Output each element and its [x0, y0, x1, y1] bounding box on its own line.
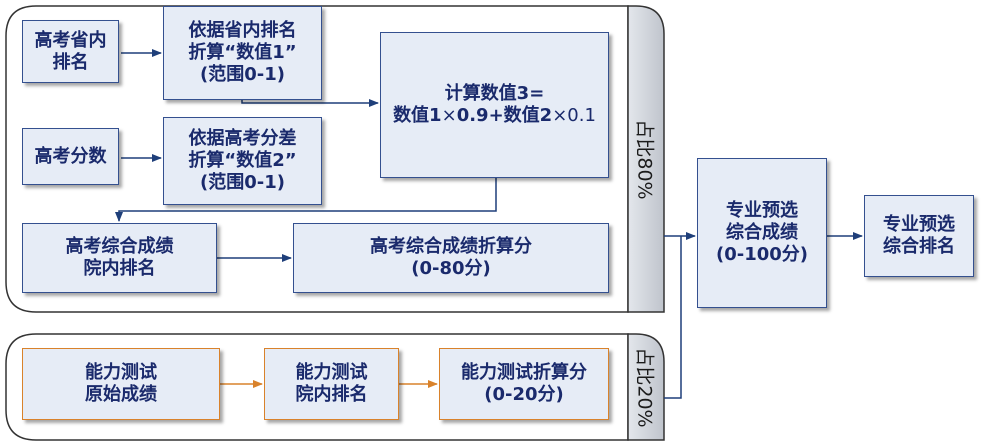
- value3-term1: 数值1: [393, 105, 442, 126]
- value2-line1: 依据高考分差: [188, 128, 297, 150]
- arrow-ability-to-major: [664, 236, 682, 399]
- composite-rank-box: 高考综合成绩 院内排名: [22, 223, 217, 293]
- composite-score-line1: 高考综合成绩折算分: [370, 236, 532, 258]
- value2-line3: (范围0-1): [200, 171, 285, 193]
- major-pre-score-line1: 专业预选: [726, 200, 798, 222]
- gaokao-score-label: 高考分数: [34, 145, 107, 167]
- ability-score-box: 能力测试折算分 (0-20分): [439, 348, 609, 420]
- ability-score-line1: 能力测试折算分: [461, 362, 587, 384]
- ability-rank-box: 能力测试 院内排名: [264, 348, 399, 420]
- ability-share-tab: 占比20%: [628, 334, 664, 440]
- value3-line2: 数值1×0.9+数值2×0.1: [393, 105, 596, 127]
- ability-share-label: 占比20%: [633, 346, 656, 428]
- gaokao-share-label: 占比80%: [633, 118, 656, 200]
- major-pre-rank-line2: 综合排名: [883, 236, 955, 257]
- value1-box: 依据省内排名 折算“数值1” (范围0-1): [163, 6, 322, 100]
- ability-raw-box: 能力测试 原始成绩: [22, 348, 220, 420]
- value3-coef2: 0.1: [567, 105, 596, 126]
- value3-line1: 计算数值3=: [444, 83, 545, 105]
- composite-score-box: 高考综合成绩折算分 (0-80分): [293, 223, 609, 293]
- value1-line3: (范围0-1): [200, 63, 285, 85]
- province-rank-box: 高考省内 排名: [22, 20, 119, 83]
- value3-coef1: 0.9: [456, 105, 489, 126]
- ability-score-line2: (0-20分): [484, 384, 564, 405]
- value3-term2: 数值2: [503, 105, 553, 126]
- ability-rank-line2: 院内排名: [295, 384, 368, 405]
- arrow-value1-to-value3: [241, 99, 379, 107]
- ability-rank-line1: 能力测试: [295, 362, 368, 384]
- major-pre-score-box: 专业预选 综合成绩 (0-100分): [697, 158, 827, 308]
- value1-line2: 折算“数值1”: [188, 42, 297, 64]
- value3-box: 计算数值3= 数值1×0.9+数值2×0.1: [380, 32, 609, 178]
- major-pre-rank-line1: 专业预选: [883, 214, 955, 236]
- value2-box: 依据高考分差 折算“数值2” (范围0-1): [163, 117, 322, 205]
- province-rank-line1: 高考省内: [34, 29, 107, 51]
- value2-line2: 折算“数值2”: [188, 150, 297, 172]
- gaokao-group-tab: [627, 5, 665, 313]
- gaokao-share-tab: 占比80%: [628, 6, 664, 312]
- value3-times2: ×: [552, 105, 568, 126]
- value3-plus: +: [488, 105, 504, 126]
- composite-rank-line1: 高考综合成绩: [65, 236, 174, 258]
- composite-rank-line2: 院内排名: [83, 258, 156, 279]
- ability-raw-line2: 原始成绩: [85, 384, 157, 405]
- gaokao-score-box: 高考分数: [22, 128, 119, 185]
- major-pre-rank-box: 专业预选 综合排名: [864, 195, 974, 277]
- value3-times1: ×: [441, 105, 457, 126]
- major-pre-score-line3: (0-100分): [715, 243, 809, 265]
- arrow-value3-to-composite-rank: [115, 178, 497, 222]
- ability-group-tab: [627, 333, 665, 441]
- value1-line1: 依据省内排名: [188, 20, 297, 42]
- composite-score-line2: (0-80分): [411, 258, 491, 279]
- major-pre-score-line2: 综合成绩: [726, 222, 798, 244]
- province-rank-line2: 排名: [52, 51, 89, 73]
- ability-raw-line1: 能力测试: [85, 362, 157, 384]
